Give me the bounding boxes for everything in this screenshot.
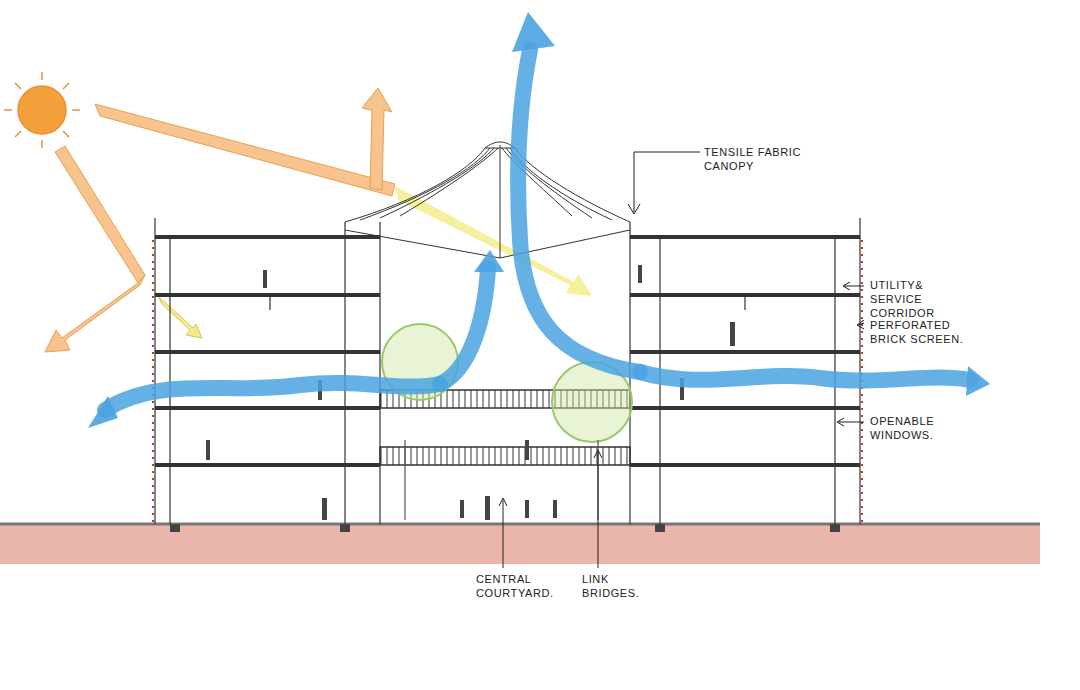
callout-label: OPENABLE WINDOWS. xyxy=(870,414,958,442)
callout-label: CENTRAL COURTYARD. xyxy=(476,572,568,600)
callout-label: LINK BRIDGES. xyxy=(582,572,654,600)
callout-label: UTILITY& SERVICE CORRIDOR xyxy=(870,278,950,320)
callout-label: TENSILE FABRIC CANOPY xyxy=(704,145,839,173)
callout-label: PERFORATED BRICK SCREEN. xyxy=(870,318,988,346)
